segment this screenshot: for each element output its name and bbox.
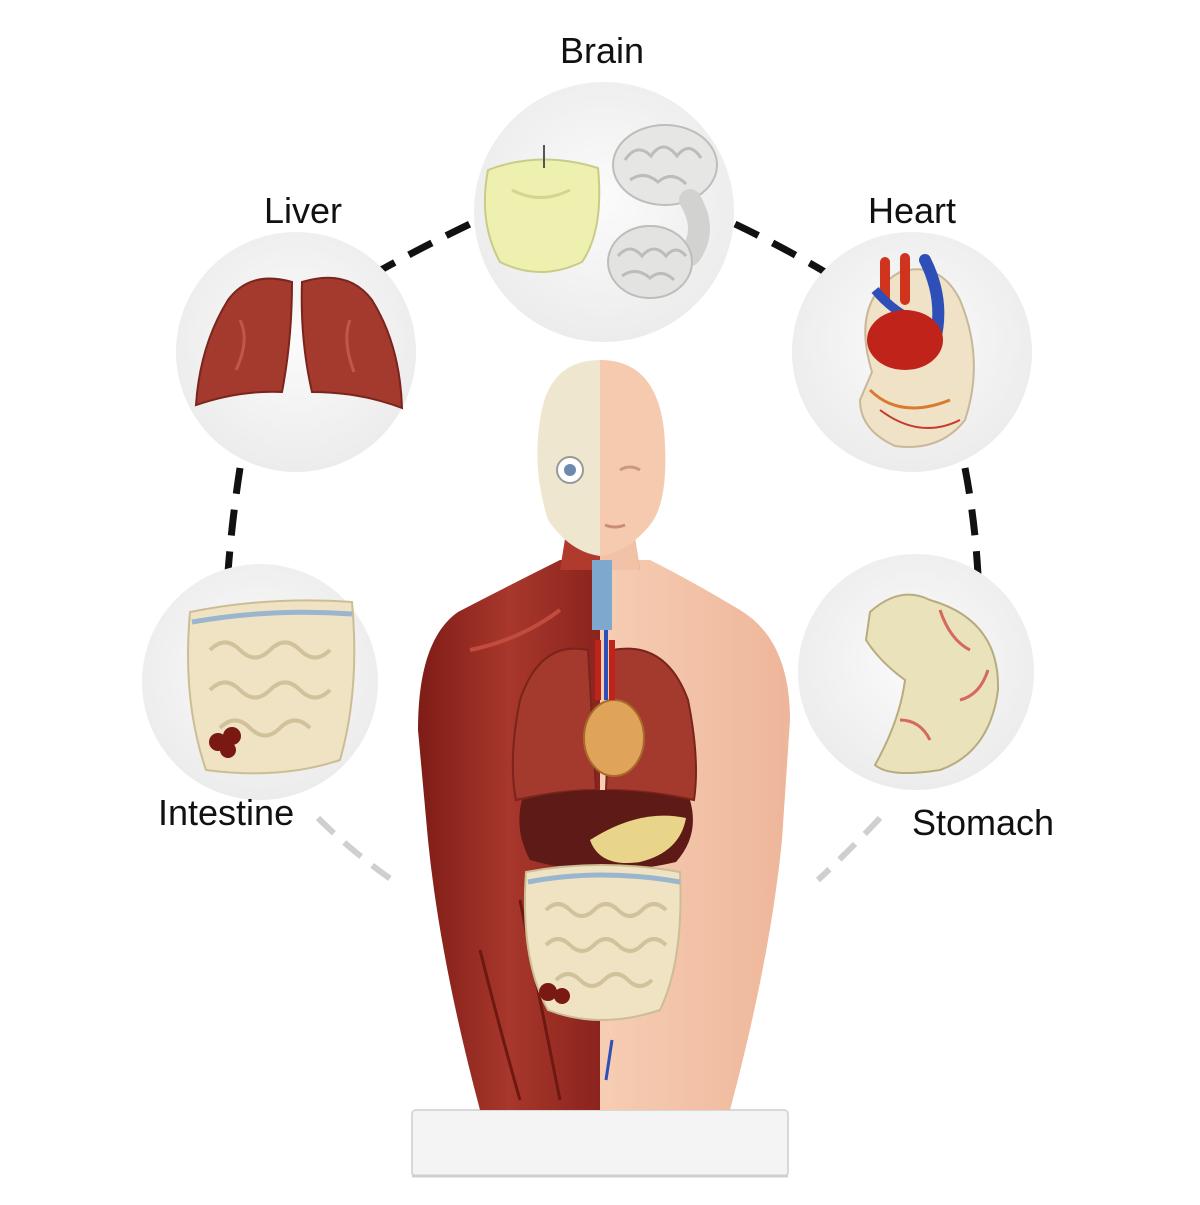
liver-label: Liver (264, 190, 343, 231)
heart-label: Heart (868, 190, 957, 231)
torso-model-image (411, 360, 790, 1178)
liver-image (194, 276, 404, 410)
connector-liver-intestine (224, 467, 244, 573)
connector-heart-stomach (961, 467, 982, 576)
intestine-image (187, 599, 356, 775)
intestine-label: Intestine (158, 792, 295, 833)
connector-brain-heart (733, 220, 832, 279)
stomach-image (864, 593, 1000, 774)
heart-image (858, 253, 975, 448)
brain-label: Brain (560, 30, 645, 71)
skull-cap-image (483, 145, 601, 273)
brain-image (607, 124, 718, 299)
stomach-label: Stomach (912, 802, 1055, 843)
connector-liver-brain (370, 220, 472, 279)
faded-connectors (315, 815, 883, 883)
